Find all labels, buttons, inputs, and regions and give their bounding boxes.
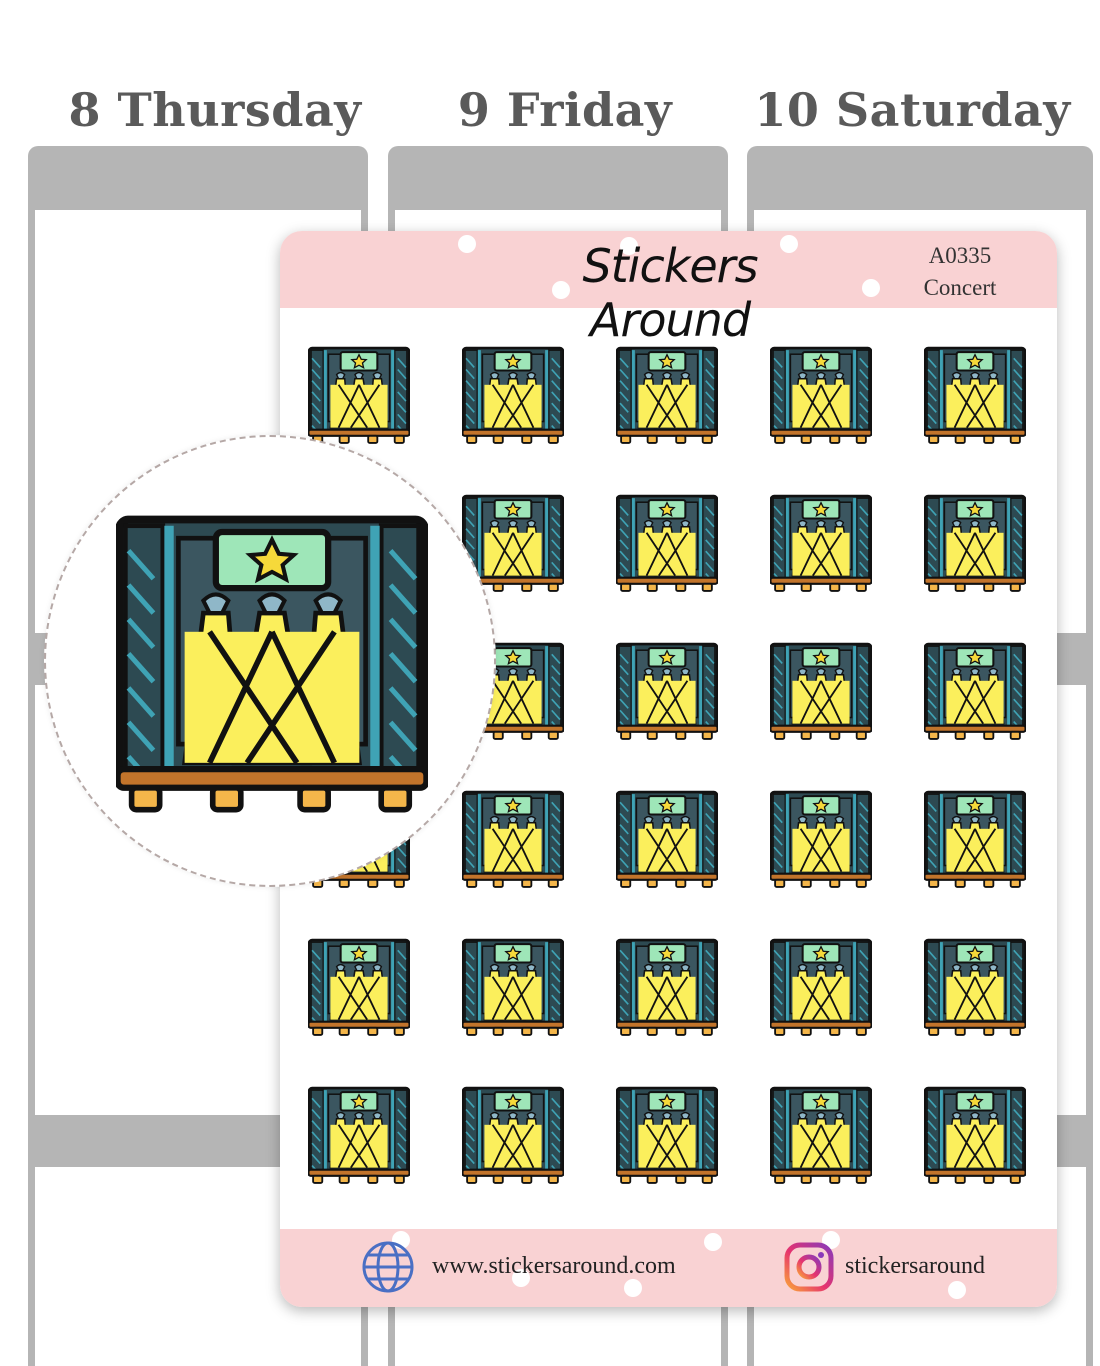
- globe-icon: [360, 1239, 416, 1295]
- concert-stage-icon: [116, 507, 428, 819]
- concert-stage-icon: [462, 1084, 564, 1186]
- concert-stage-icon: [616, 936, 718, 1038]
- concert-stage-icon: [462, 936, 564, 1038]
- instagram-handle[interactable]: stickersaround: [845, 1253, 985, 1279]
- concert-stage-icon: [924, 788, 1026, 890]
- sticker-zoom-preview: [44, 435, 496, 887]
- concert-stage-icon: [924, 344, 1026, 446]
- concert-stage-icon: [770, 640, 872, 742]
- concert-stage-icon: [924, 492, 1026, 594]
- concert-stage-icon: [770, 344, 872, 446]
- sheet-header: Stickers Around A0335 Concert: [280, 231, 1057, 347]
- concert-stage-icon: [770, 1084, 872, 1186]
- concert-stage-icon: [308, 936, 410, 1038]
- concert-stage-icon: [770, 788, 872, 890]
- concert-stage-icon: [462, 492, 564, 594]
- product-name: Concert: [923, 275, 997, 300]
- brand-title: Stickers Around: [582, 239, 758, 347]
- concert-stage-icon: [770, 936, 872, 1038]
- instagram-icon: [783, 1241, 835, 1293]
- day-header-friday: 9 Friday: [457, 83, 673, 137]
- website-link[interactable]: www.stickersaround.com: [432, 1253, 676, 1279]
- concert-stage-icon: [616, 344, 718, 446]
- concert-stage-icon: [462, 788, 564, 890]
- concert-stage-icon: [616, 1084, 718, 1186]
- concert-stage-icon: [616, 492, 718, 594]
- concert-stage-icon: [308, 344, 410, 446]
- concert-stage-icon: [308, 1084, 410, 1186]
- concert-stage-icon: [924, 1084, 1026, 1186]
- day-header-saturday: 10 Saturday: [754, 83, 1071, 137]
- concert-stage-icon: [924, 640, 1026, 742]
- product-code: A0335: [928, 243, 992, 268]
- concert-stage-icon: [770, 492, 872, 594]
- concert-stage-icon: [924, 936, 1026, 1038]
- concert-stage-icon: [616, 640, 718, 742]
- day-header-thursday: 8 Thursday: [68, 83, 362, 137]
- sheet-footer: www.stickersaround.com stickersaround: [280, 1229, 1057, 1307]
- concert-stage-icon: [616, 788, 718, 890]
- concert-stage-icon: [462, 344, 564, 446]
